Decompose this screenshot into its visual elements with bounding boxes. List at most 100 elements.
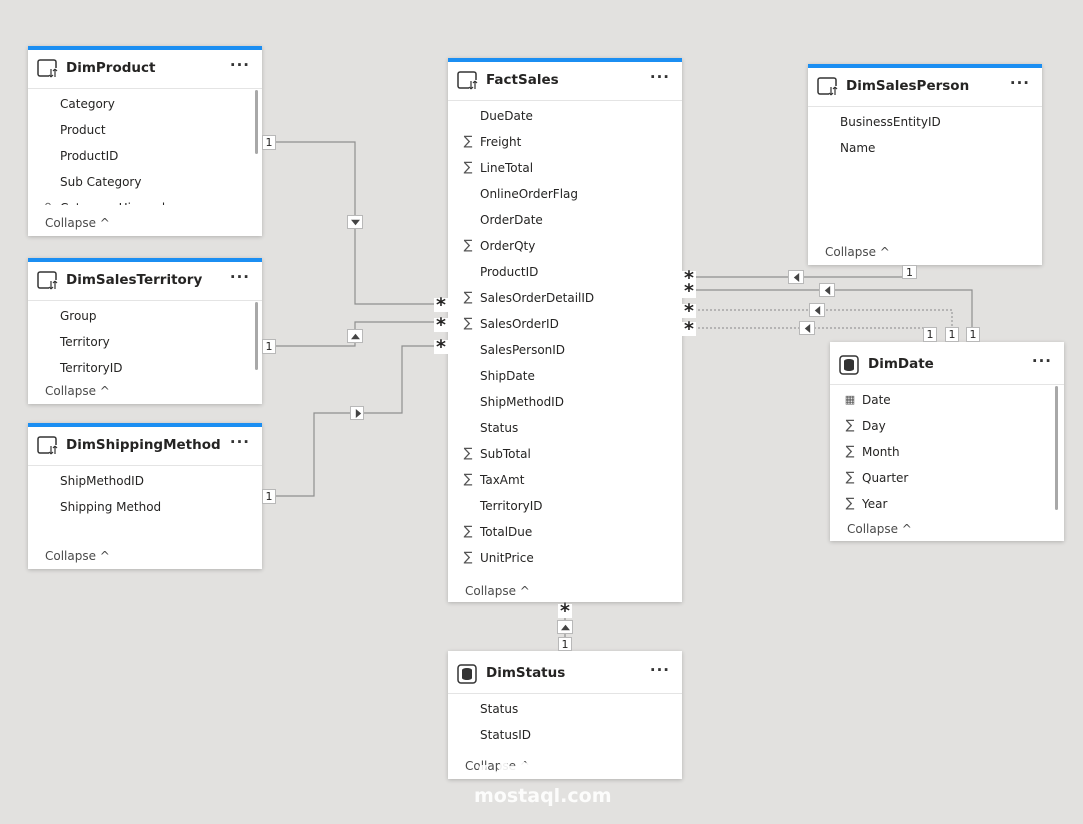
field-item[interactable]: OrderDate [448, 207, 682, 233]
more-options-button[interactable]: ··· [1031, 352, 1052, 370]
field-item[interactable]: ShipDate [448, 363, 682, 389]
filter-direction-right-icon[interactable] [350, 406, 364, 420]
collapse-button[interactable]: Collapse ^ [45, 549, 110, 563]
field-item[interactable]: ProductID [448, 259, 682, 285]
table-card-dimdate[interactable]: DimDate ··· ▦Date ∑Day ∑Month ∑Quarter ∑… [830, 342, 1064, 541]
field-item[interactable]: Status [448, 696, 682, 722]
field-item[interactable]: StatusID [448, 722, 682, 748]
field-item[interactable]: OnlineOrderFlag [448, 181, 682, 207]
table-icon [37, 59, 59, 79]
table-header[interactable]: FactSales ··· [448, 62, 682, 101]
field-name: TotalDue [480, 525, 533, 539]
table-card-factsales[interactable]: FactSales ··· DueDate ∑Freight ∑LineTota… [448, 58, 682, 602]
cardinality-many-marker[interactable]: * [558, 602, 572, 621]
filter-direction-down-icon[interactable] [347, 215, 363, 229]
field-name: DueDate [480, 109, 533, 123]
table-header[interactable]: DimProduct ··· [28, 50, 262, 89]
field-item[interactable]: TerritoryID [28, 355, 262, 381]
field-item[interactable]: ∑OrderQty [448, 233, 682, 259]
more-options-button[interactable]: ··· [649, 661, 670, 679]
field-item[interactable]: ∑TaxAmt [448, 467, 682, 493]
field-item[interactable]: ∑SubTotal [448, 441, 682, 467]
cardinality-many-marker[interactable]: * [682, 282, 696, 301]
cardinality-many-marker[interactable]: * [682, 302, 696, 321]
field-item[interactable]: ProductID [28, 143, 262, 169]
scrollbar[interactable] [255, 302, 258, 370]
table-header[interactable]: DimStatus ··· [448, 655, 682, 694]
field-item[interactable]: ∑SalesOrderID [448, 311, 682, 337]
field-item[interactable]: SalesPersonID [448, 337, 682, 363]
table-card-dimsalesperson[interactable]: DimSalesPerson ··· BusinessEntityID Name… [808, 64, 1042, 265]
cardinality-many-marker[interactable]: * [682, 320, 696, 339]
field-item[interactable]: ∑SalesOrderDetailID [448, 285, 682, 311]
collapse-button[interactable]: Collapse ^ [45, 384, 110, 398]
filter-direction-left-icon[interactable] [799, 321, 815, 335]
field-item[interactable]: ⚲Category Hierarchy [28, 195, 262, 205]
field-item[interactable]: Territory [28, 329, 262, 355]
cardinality-many-marker[interactable]: * [434, 296, 448, 315]
calendar-icon: ▦ [844, 393, 856, 406]
collapse-button[interactable]: Collapse ^ [465, 759, 530, 773]
field-item[interactable]: ∑LineTotal [448, 155, 682, 181]
table-card-dimstatus[interactable]: DimStatus ··· Status StatusID Collapse ^ [448, 651, 682, 779]
field-name: OrderDate [480, 213, 543, 227]
table-header[interactable]: DimDate ··· [830, 346, 1064, 385]
sigma-icon: ∑ [463, 472, 473, 487]
scrollbar[interactable] [255, 90, 258, 154]
more-options-button[interactable]: ··· [649, 68, 670, 86]
field-item[interactable]: ∑Month [830, 439, 1064, 465]
cardinality-one-marker[interactable]: 1 [923, 327, 937, 342]
table-card-dimshippingmethod[interactable]: DimShippingMethod ··· ShipMethodID Shipp… [28, 423, 262, 569]
collapse-button[interactable]: Collapse ^ [465, 584, 530, 598]
table-card-dimproduct[interactable]: DimProduct ··· Category Product ProductI… [28, 46, 262, 236]
more-options-button[interactable]: ··· [229, 56, 250, 74]
filter-direction-left-icon[interactable] [809, 303, 825, 317]
filter-direction-left-icon[interactable] [819, 283, 835, 297]
field-item[interactable]: ∑Freight [448, 129, 682, 155]
collapse-button[interactable]: Collapse ^ [45, 216, 110, 230]
field-item[interactable]: Status [448, 415, 682, 441]
cardinality-many-marker[interactable]: * [682, 269, 696, 288]
more-options-button[interactable]: ··· [229, 433, 250, 451]
field-item[interactable]: ∑Day [830, 413, 1064, 439]
cardinality-one-marker[interactable]: 1 [262, 489, 276, 504]
field-item[interactable]: ShipMethodID [28, 468, 262, 494]
field-item[interactable]: BusinessEntityID [808, 109, 1042, 135]
table-header[interactable]: DimSalesTerritory ··· [28, 262, 262, 301]
field-item[interactable]: Category [28, 91, 262, 117]
field-item[interactable]: ∑Year [830, 491, 1064, 517]
field-item[interactable]: Shipping Method [28, 494, 262, 520]
field-item[interactable]: Sub Category [28, 169, 262, 195]
filter-direction-up-icon[interactable] [347, 329, 363, 343]
cardinality-one-marker[interactable]: 1 [966, 327, 980, 342]
cardinality-one-marker[interactable]: 1 [558, 637, 572, 651]
field-item[interactable]: TerritoryID [448, 493, 682, 519]
field-item[interactable]: Name [808, 135, 1042, 161]
scrollbar[interactable] [1055, 386, 1058, 510]
cardinality-one-marker[interactable]: 1 [262, 135, 276, 150]
cardinality-one-marker[interactable]: 1 [902, 265, 917, 279]
field-item[interactable]: ∑UnitPrice [448, 545, 682, 571]
collapse-button[interactable]: Collapse ^ [825, 245, 890, 259]
field-item[interactable]: ∑TotalDue [448, 519, 682, 545]
table-header[interactable]: DimShippingMethod ··· [28, 427, 262, 466]
cardinality-many-marker[interactable]: * [434, 316, 448, 335]
table-icon [37, 271, 59, 291]
field-item[interactable]: DueDate [448, 103, 682, 129]
more-options-button[interactable]: ··· [1009, 74, 1030, 92]
field-item[interactable]: Product [28, 117, 262, 143]
filter-direction-up-icon[interactable] [557, 620, 573, 634]
filter-direction-left-icon[interactable] [788, 270, 804, 284]
table-card-dimsalesterritory[interactable]: DimSalesTerritory ··· Group Territory Te… [28, 258, 262, 404]
field-item[interactable]: ∑Quarter [830, 465, 1064, 491]
field-item[interactable]: ▦Date [830, 387, 1064, 413]
cardinality-one-marker[interactable]: 1 [262, 339, 276, 354]
table-header[interactable]: DimSalesPerson ··· [808, 68, 1042, 107]
cardinality-many-marker[interactable]: * [434, 338, 448, 357]
collapse-button[interactable]: Collapse ^ [847, 522, 912, 536]
field-item[interactable]: ShipMethodID [448, 389, 682, 415]
field-item[interactable]: Group [28, 303, 262, 329]
cardinality-one-marker[interactable]: 1 [945, 327, 959, 342]
field-name: Month [862, 445, 900, 459]
more-options-button[interactable]: ··· [229, 268, 250, 286]
